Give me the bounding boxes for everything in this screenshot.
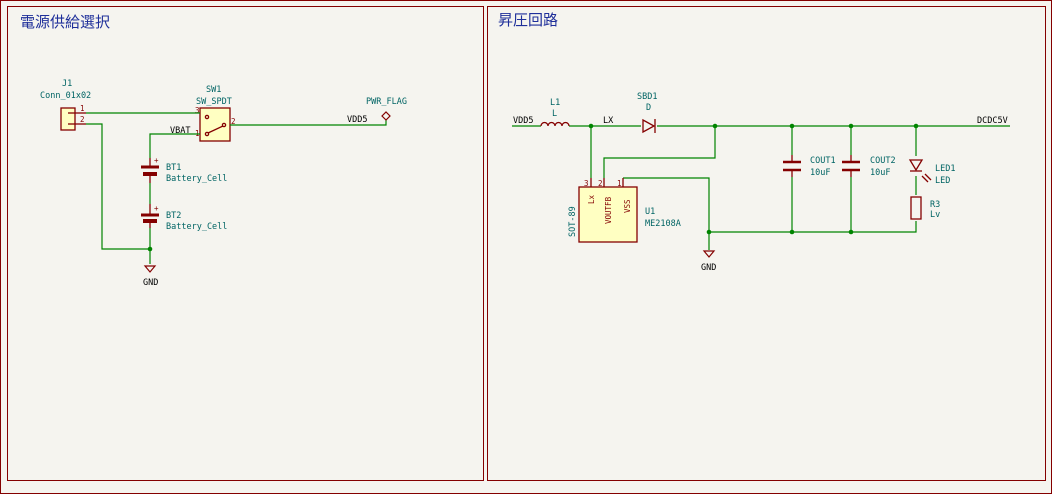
switch-sw1[interactable]: SW1 SW_SPDT 3 1 2 — [195, 85, 236, 142]
r3-ref: R3 — [930, 200, 940, 210]
net-label-vdd5-right: VDD5 — [513, 116, 533, 126]
r3-value: Lv — [930, 210, 940, 220]
u1-body — [578, 186, 638, 243]
cout1-ref: COUT1 — [810, 156, 836, 166]
sw1-ref: SW1 — [206, 85, 221, 95]
cout2-value: 10uF — [870, 168, 890, 178]
pwr-flag-value: PWR_FLAG — [366, 97, 407, 107]
bt2-ref: BT2 — [166, 211, 181, 221]
led1-ref: LED1 — [935, 164, 955, 174]
u1-pin2: 2 — [598, 179, 603, 188]
sbd1-ref: SBD1 — [637, 92, 657, 102]
resistor-r3[interactable]: R3 Lv — [910, 196, 940, 220]
connector-j1[interactable]: J1 Conn_01x02 1 2 — [40, 79, 91, 131]
j1-body — [60, 107, 76, 131]
battery-bt1[interactable]: + BT1 Battery_Cell — [141, 156, 227, 184]
bt1-value: Battery_Cell — [166, 174, 227, 184]
u1-pin-lx: Lx — [587, 194, 596, 204]
sw1-pin3: 3 — [195, 106, 200, 115]
l1-ref: L1 — [550, 98, 560, 108]
diode-sbd1[interactable]: SBD1 D — [637, 92, 657, 134]
led-led1[interactable]: LED1 LED — [908, 159, 955, 186]
u1-value: ME2108A — [645, 219, 681, 229]
net-label-dcdc5v: DCDC5V — [977, 116, 1008, 126]
r3-body — [910, 196, 922, 220]
j1-value: Conn_01x02 — [40, 91, 91, 101]
cout1-value: 10uF — [810, 168, 830, 178]
left-section-title: 電源供給選択 — [20, 13, 110, 31]
bt1-plus: + — [154, 156, 159, 165]
u1-pin3: 3 — [584, 179, 589, 188]
right-section-frame — [487, 6, 1046, 481]
u1-pin-vss: VSS — [623, 199, 632, 213]
l1-value: L — [552, 109, 557, 119]
u1-pin1: 1 — [617, 179, 622, 188]
capacitor-cout1[interactable]: COUT1 10uF — [783, 155, 836, 178]
inductor-l1[interactable]: L1 L — [540, 98, 570, 127]
net-label-vdd5-left: VDD5 — [347, 115, 367, 125]
net-label-lx: LX — [603, 116, 614, 126]
j1-ref: J1 — [62, 79, 72, 89]
left-section-frame — [7, 6, 484, 481]
battery-bt2[interactable]: + BT2 Battery_Cell — [141, 204, 227, 232]
right-section-title: 昇圧回路 — [498, 11, 558, 29]
cout2-ref: COUT2 — [870, 156, 896, 166]
net-label-vbat: VBAT — [170, 126, 190, 136]
sw1-pin2: 2 — [231, 117, 236, 126]
sw1-value: SW_SPDT — [196, 97, 232, 107]
sbd1-value: D — [646, 103, 651, 113]
power-flag[interactable]: PWR_FLAG — [366, 97, 407, 121]
u1-package: SOT-89 — [568, 206, 578, 237]
gnd-symbol-left[interactable]: GND — [143, 265, 158, 288]
gnd-label-right: GND — [701, 263, 716, 273]
j1-pin1: 1 — [80, 104, 85, 113]
j1-pin2: 2 — [80, 115, 85, 124]
ic-u1[interactable]: 3 2 1 Lx VOUTFB VSS SOT-89 U1 ME2108A — [568, 178, 681, 243]
bt1-ref: BT1 — [166, 163, 181, 173]
left-wires — [86, 112, 387, 264]
gnd-label-left: GND — [143, 278, 158, 288]
gnd-symbol-right[interactable]: GND — [701, 250, 716, 273]
right-wires — [512, 123, 1010, 250]
capacitor-cout2[interactable]: COUT2 10uF — [842, 155, 896, 178]
bt2-plus: + — [154, 204, 159, 213]
u1-pin-voutfb: VOUTFB — [604, 196, 613, 224]
u1-ref: U1 — [645, 207, 655, 217]
led1-value: LED — [935, 176, 950, 186]
bt2-value: Battery_Cell — [166, 222, 227, 232]
